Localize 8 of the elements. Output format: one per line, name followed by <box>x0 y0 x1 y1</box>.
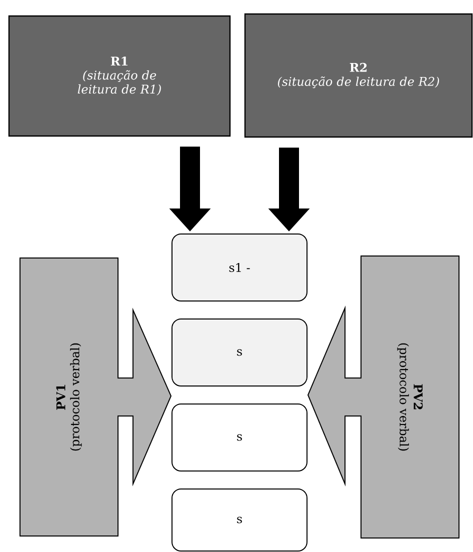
callout-arrow-box: PV1 (protocolo verbal) <box>20 258 172 536</box>
step-box: s <box>172 318 308 386</box>
step-box: s <box>172 488 308 552</box>
step-box: s <box>172 404 308 472</box>
step-box: s1 - <box>172 234 308 302</box>
scene-box: R1 (situação de leitura de R1) <box>8 15 231 137</box>
callout-arrow-box: PV2 (protocolo verbal) <box>307 256 460 538</box>
scene-box: R2 (situação de leitura de R2) <box>244 13 473 138</box>
